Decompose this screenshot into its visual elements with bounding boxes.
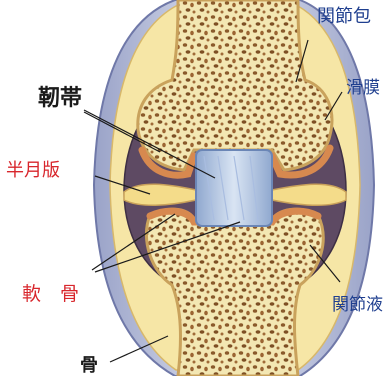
cartilage-label: 軟 骨 [22, 285, 79, 304]
bone-label: 骨 [80, 357, 98, 375]
synovium-label: 滑膜 [346, 80, 380, 97]
meniscus-label: 半月版 [6, 162, 60, 180]
ligament-label: 靭帯 [38, 88, 82, 110]
capsule-label: 関節包 [317, 8, 371, 26]
fluid-label: 関節液 [332, 297, 383, 314]
central-ligament [196, 150, 272, 226]
right-meniscus [272, 184, 346, 205]
left-meniscus [124, 184, 196, 205]
